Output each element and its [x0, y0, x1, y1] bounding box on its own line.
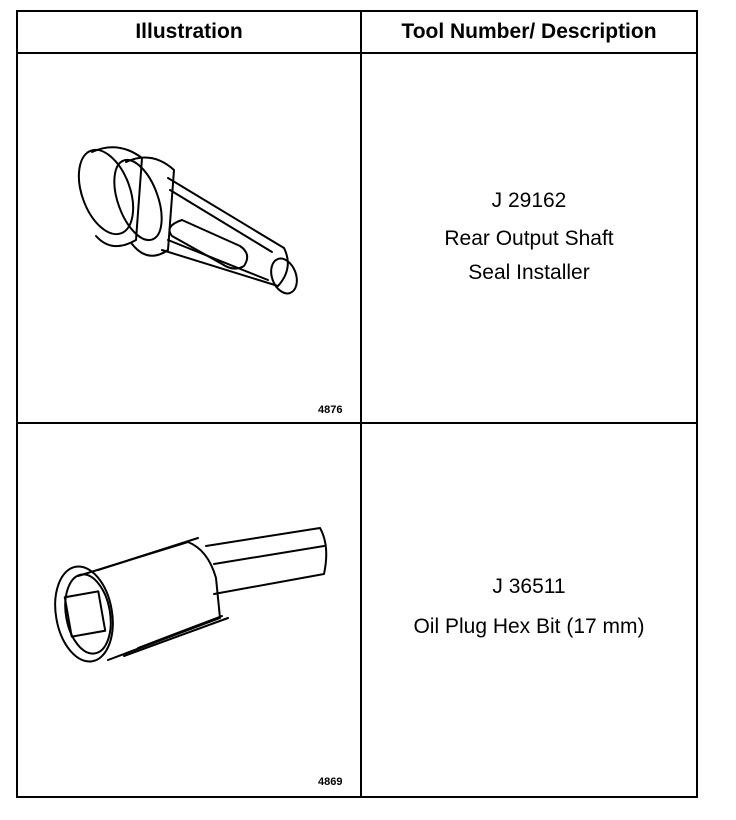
- tool-description-line2: Seal Installer: [468, 261, 590, 284]
- column-divider: [360, 12, 362, 796]
- tool-description-line1: Rear Output Shaft: [444, 227, 614, 250]
- figure-number: 4876: [318, 404, 343, 416]
- header-illustration: Illustration: [135, 20, 243, 43]
- header-tool-description: Tool Number/ Description: [401, 20, 657, 43]
- tool-description-line1: Oil Plug Hex Bit (17 mm): [413, 615, 645, 638]
- row-divider: [18, 422, 696, 424]
- hex-bit-icon: [54, 527, 328, 663]
- tool-number: J 36511: [492, 575, 566, 598]
- tool-number: J 29162: [491, 189, 567, 212]
- header-divider: [18, 52, 696, 54]
- figure-number: 4869: [318, 776, 343, 788]
- seal-installer-icon: [77, 146, 298, 295]
- tool-table: Illustration Tool Number/ Description 48…: [16, 10, 698, 798]
